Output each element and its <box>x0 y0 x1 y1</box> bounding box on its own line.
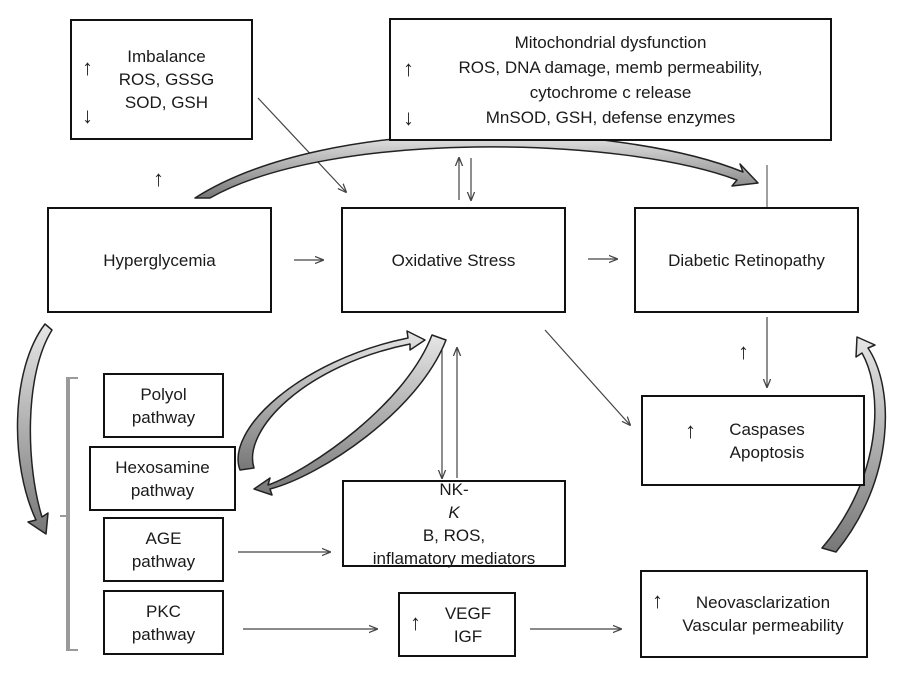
pkc-pathway-box: PKC pathway <box>103 590 224 655</box>
nfkb-kappa: K <box>448 502 460 522</box>
mitochondrial-title: Mitochondrial dysfunction <box>514 32 707 52</box>
pathway-label: pathway <box>131 624 196 644</box>
oxidative-stress-box: Oxidative Stress <box>341 207 566 313</box>
oxidative-stress-label: Oxidative Stress <box>391 250 516 270</box>
neovascularization-label: Neovasclarization <box>695 593 831 612</box>
curved-arrow-pathways-to-oxidative <box>237 330 426 471</box>
increase-arrow-icon: ↑ <box>82 55 93 80</box>
increase-arrow-icon: ↑ <box>652 588 663 613</box>
mitochondrial-cytochrome-text: cytochrome c release <box>529 82 692 102</box>
up-arrow-icon: ↑ <box>738 339 749 364</box>
arrow-imbalance-to-oxidative <box>257 97 346 192</box>
hyperglycemia-box: Hyperglycemia <box>47 207 272 313</box>
curved-arrow-oxidative-to-hexosamine <box>253 334 447 496</box>
polyol-pathway-box: Polyol pathway <box>103 373 224 438</box>
pkc-label: PKC <box>146 601 181 621</box>
igf-label: IGF <box>453 626 483 646</box>
curved-arrow-hyperglycemia-to-retinopathy <box>194 133 759 199</box>
mitochondrial-dysfunction-box: ↑ ↓ Mitochondrial dysfunction ROS, DNA d… <box>389 18 832 141</box>
imbalance-decrease-text: SOD, GSH <box>124 93 209 112</box>
caspases-label: Caspases <box>729 419 805 439</box>
vegf-igf-box: ↑ VEGF IGF <box>398 592 516 657</box>
imbalance-title: Imbalance <box>127 47 206 66</box>
up-arrow-icon: ↑ <box>153 166 164 191</box>
decrease-arrow-icon: ↓ <box>403 105 414 130</box>
imbalance-box: ↑ ↓ Imbalance ROS, GSSG SOD, GSH <box>70 19 253 140</box>
increase-arrow-icon: ↑ <box>410 610 421 635</box>
nfkb-line1: NK- K B, ROS, <box>423 478 485 547</box>
curved-arrow-hyperglycemia-to-pathways <box>16 323 53 535</box>
vegf-label: VEGF <box>444 603 492 623</box>
nfkb-box: NK- K B, ROS, inflamatory mediators <box>342 478 566 568</box>
arrow-oxidative-to-caspases <box>544 329 630 425</box>
age-pathway-box: AGE pathway <box>103 517 224 582</box>
mitochondrial-increase-text: ROS, DNA damage, memb permeability, <box>458 57 763 77</box>
decrease-arrow-icon: ↓ <box>82 103 93 128</box>
hexosamine-label: Hexosamine <box>115 457 210 477</box>
nfkb-suffix: B, ROS, <box>422 525 486 545</box>
age-label: AGE <box>145 528 182 548</box>
hexosamine-pathway-box: Hexosamine pathway <box>89 446 236 511</box>
caspases-box: ↑ Caspases Apoptosis <box>641 395 865 486</box>
diabetic-retinopathy-box: Diabetic Retinopathy <box>634 207 859 313</box>
vascular-permeability-label: Vascular permeability <box>682 616 844 635</box>
increase-arrow-icon: ↑ <box>685 418 696 443</box>
pathway-label: pathway <box>130 480 195 500</box>
pathway-label: pathway <box>131 551 196 571</box>
polyol-label: Polyol <box>140 384 187 404</box>
apoptosis-label: Apoptosis <box>729 442 805 462</box>
diabetic-retinopathy-label: Diabetic Retinopathy <box>668 250 825 270</box>
neovascularization-box: ↑ Neovasclarization Vascular permeabilit… <box>640 570 868 658</box>
mitochondrial-decrease-text: MnSOD, GSH, defense enzymes <box>485 107 736 127</box>
increase-arrow-icon: ↑ <box>403 56 414 81</box>
nfkb-line2: inflamatory mediators <box>372 548 536 568</box>
nfkb-prefix: NK- <box>439 479 469 499</box>
hyperglycemia-label: Hyperglycemia <box>103 250 216 270</box>
imbalance-increase-text: ROS, GSSG <box>118 70 215 89</box>
pathway-label: pathway <box>131 407 196 427</box>
